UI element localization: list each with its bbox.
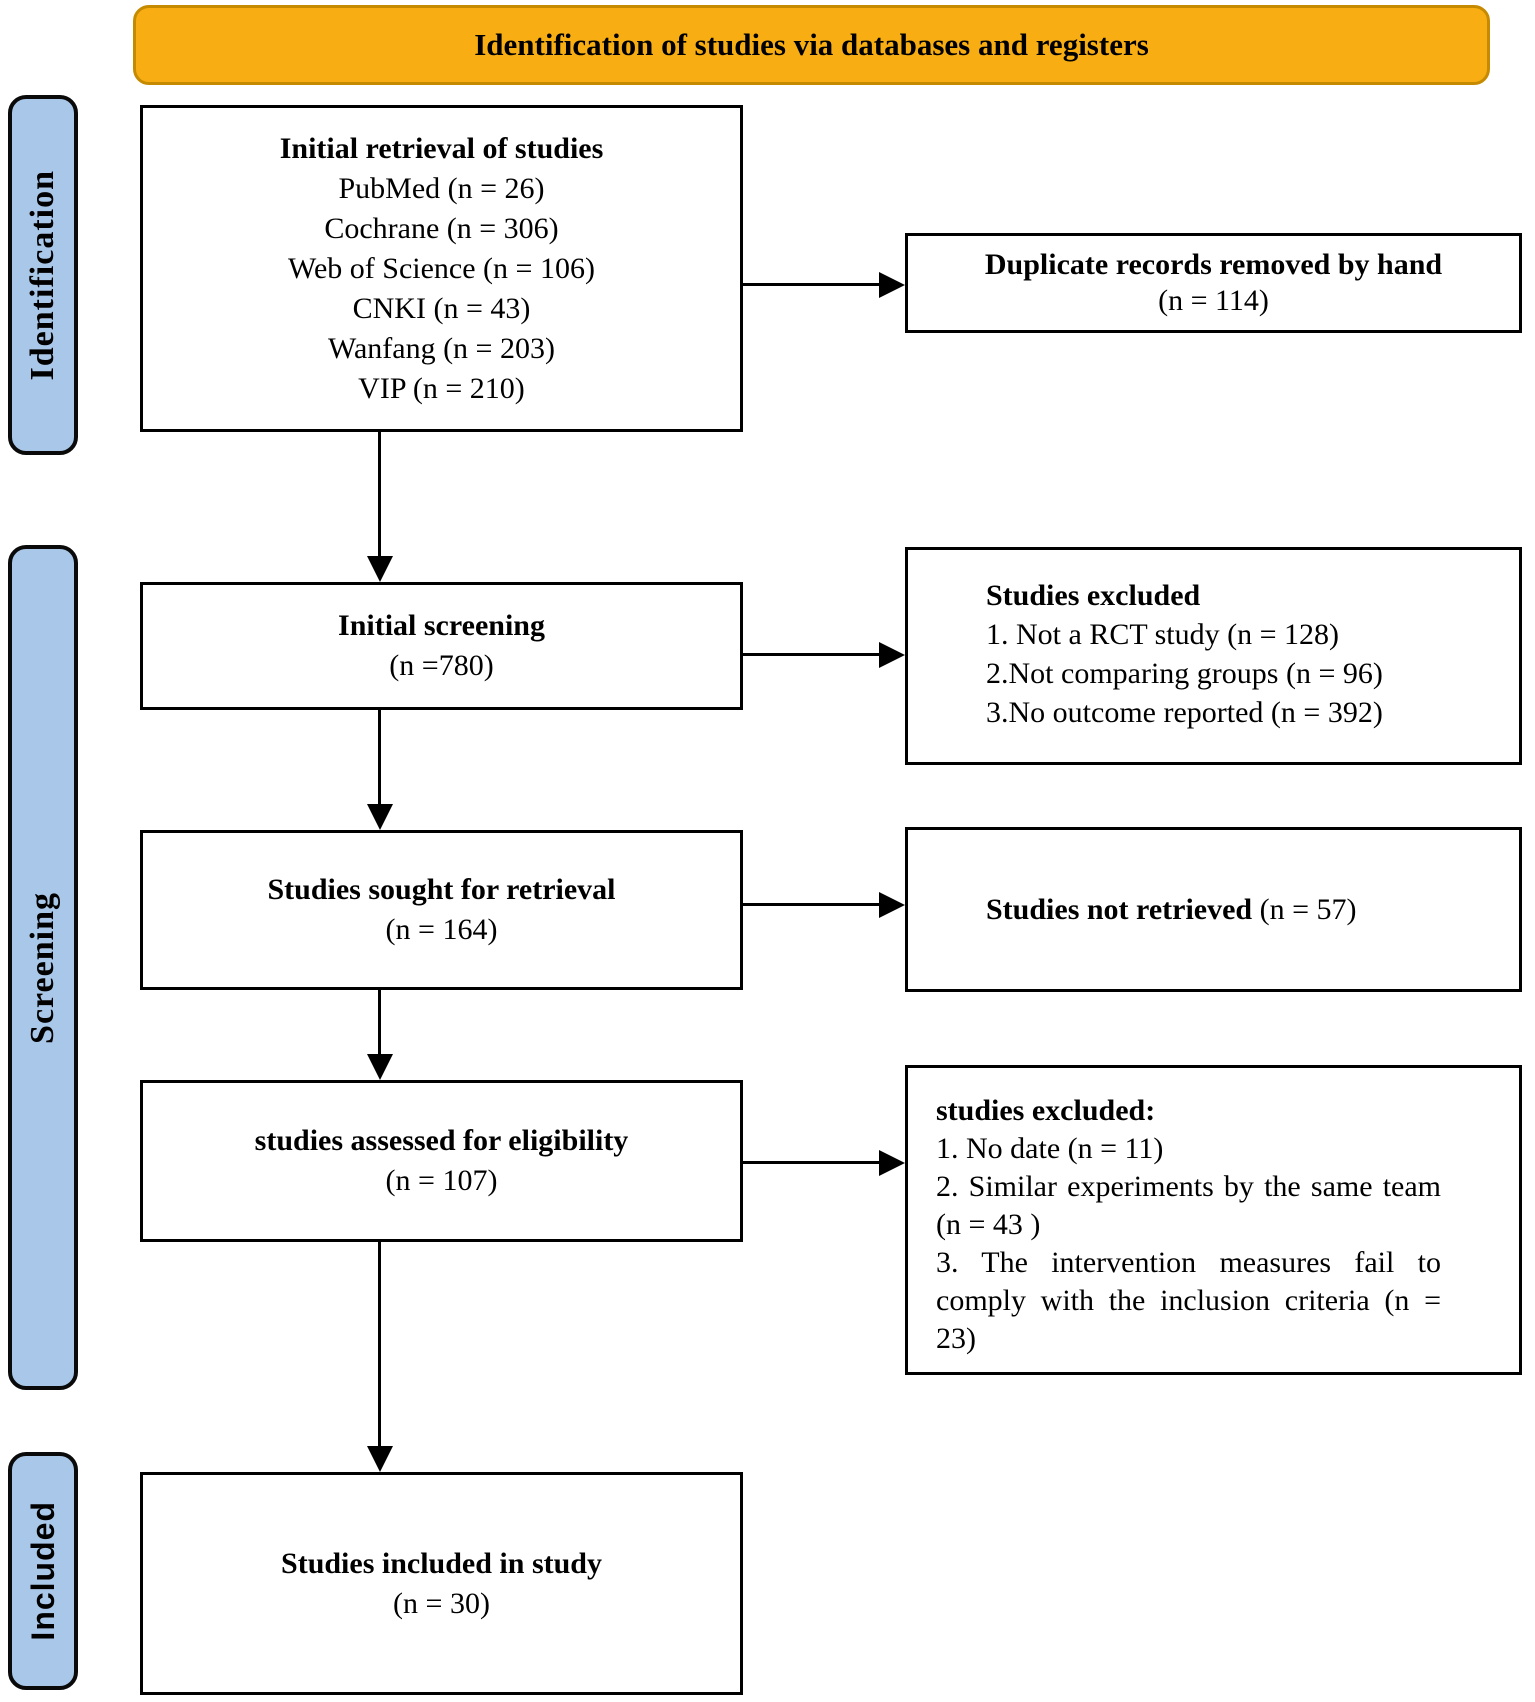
banner-identification-of-studies: Identification of studies via databases … [133, 5, 1490, 85]
stage-label-screening: Screening [8, 545, 78, 1390]
box-excluded-screening-title: Studies excluded [986, 579, 1201, 612]
box-studies-assessed-for-eligibility: studies assessed for eligibility (n = 10… [140, 1080, 743, 1242]
arrow-shaft [378, 1242, 381, 1446]
box-studies-not-retrieved: Studies not retrieved (n = 57) [905, 827, 1522, 992]
arrowhead-down-icon [367, 1054, 393, 1080]
excluded-screening-item: 3.No outcome reported (n = 392) [986, 696, 1383, 729]
excluded-eligibility-item: 3. The intervention measures fail to com… [936, 1246, 1441, 1355]
excluded-screening-item: 2.Not comparing groups (n = 96) [986, 657, 1383, 690]
box-sought-retrieval-title: Studies sought for retrieval [267, 873, 616, 906]
box-initial-screening-count: (n =780) [389, 649, 494, 682]
stage-label-identification: Identification [8, 95, 78, 455]
box-initial-retrieval-title: Initial retrieval of studies [279, 131, 604, 165]
arrow-shaft [743, 653, 879, 656]
database-line: Wanfang (n = 203) [328, 331, 555, 365]
box-initial-screening: Initial screening (n =780) [140, 582, 743, 710]
box-included-study-count: (n = 30) [393, 1586, 490, 1620]
stage-label-identification-text: Identification [24, 169, 61, 381]
box-excluded-eligibility-title: studies excluded: [936, 1094, 1156, 1127]
box-assessed-title: studies assessed for eligibility [254, 1124, 629, 1157]
arrow-shaft [743, 1161, 879, 1164]
database-line: Web of Science (n = 106) [288, 251, 595, 285]
arrow-shaft [378, 990, 381, 1054]
arrowhead-right-icon [879, 272, 905, 298]
stage-label-screening-text: Screening [24, 891, 61, 1044]
box-included-study-title: Studies included in study [281, 1546, 602, 1580]
excluded-screening-item: 1. Not a RCT study (n = 128) [986, 618, 1340, 651]
database-line: PubMed (n = 26) [338, 171, 545, 205]
box-studies-excluded-eligibility: studies excluded: 1. No date (n = 11) 2.… [905, 1065, 1522, 1375]
arrowhead-down-icon [367, 556, 393, 582]
banner-title: Identification of studies via databases … [474, 27, 1149, 62]
box-initial-retrieval: Initial retrieval of studies PubMed (n =… [140, 105, 743, 432]
box-duplicates-count: (n = 114) [1158, 284, 1269, 317]
box-assessed-count: (n = 107) [385, 1164, 498, 1197]
database-line: VIP (n = 210) [358, 371, 525, 405]
excluded-eligibility-item: 2. Similar experiments by the same team … [936, 1170, 1441, 1241]
arrowhead-down-icon [367, 1446, 393, 1472]
box-initial-screening-title: Initial screening [338, 609, 545, 642]
database-line: Cochrane (n = 306) [324, 211, 559, 245]
box-studies-sought-for-retrieval: Studies sought for retrieval (n = 164) [140, 830, 743, 990]
excluded-eligibility-item: 1. No date (n = 11) [936, 1132, 1164, 1165]
arrowhead-right-icon [879, 892, 905, 918]
box-studies-included-in-study: Studies included in study (n = 30) [140, 1472, 743, 1695]
box-not-retrieved-title: Studies not retrieved [986, 892, 1253, 926]
arrowhead-right-icon [879, 1150, 905, 1176]
arrow-shaft [378, 710, 381, 804]
arrowhead-right-icon [879, 642, 905, 668]
arrow-shaft [743, 903, 879, 906]
database-line: CNKI (n = 43) [352, 291, 531, 325]
box-sought-retrieval-count: (n = 164) [385, 913, 498, 946]
stage-label-included-text: Included [24, 1501, 61, 1641]
box-not-retrieved-count: (n = 57) [1259, 892, 1357, 926]
arrow-shaft [378, 432, 381, 556]
box-duplicate-records-removed: Duplicate records removed by hand (n = 1… [905, 233, 1522, 333]
stage-label-included: Included [8, 1452, 78, 1690]
arrow-shaft [743, 283, 879, 286]
box-duplicates-title: Duplicate records removed by hand [984, 248, 1443, 281]
arrowhead-down-icon [367, 804, 393, 830]
box-studies-excluded-screening: Studies excluded 1. Not a RCT study (n =… [905, 547, 1522, 765]
